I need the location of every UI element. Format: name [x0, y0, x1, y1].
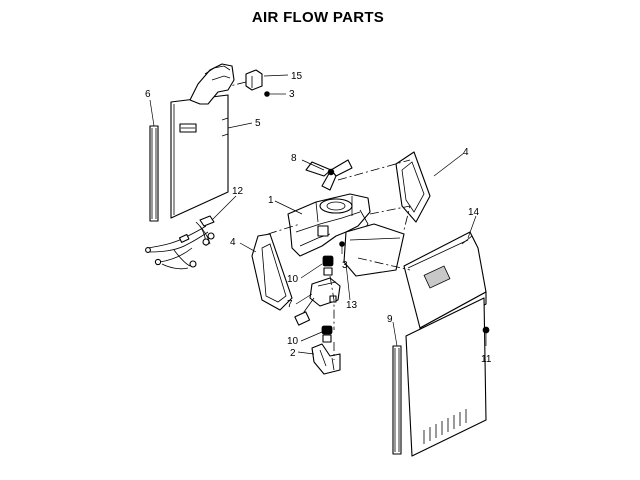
part-8-fan-blade	[305, 159, 353, 191]
part-7-fan-motor	[294, 277, 341, 326]
part-3-screw-mid	[339, 241, 345, 254]
part-3-screw-top	[264, 91, 270, 97]
callout-12: 12	[232, 186, 244, 197]
callout-13: 13	[346, 300, 358, 311]
part-12-wire-harness	[145, 215, 215, 270]
part-2-motor-bracket	[311, 343, 341, 375]
callout-3-top: 3	[289, 89, 295, 100]
callout-2: 2	[290, 348, 296, 359]
part-6-gasket-strip	[149, 125, 159, 222]
callout-4-left: 4	[230, 237, 236, 248]
alignment-lines	[229, 81, 411, 360]
callout-4-right: 4	[463, 147, 469, 158]
part-15-bracket	[245, 69, 263, 91]
callout-9: 9	[387, 314, 393, 325]
callout-15: 15	[291, 71, 303, 82]
callout-10-upper: 10	[287, 274, 299, 285]
callout-11: 11	[481, 354, 492, 365]
part-10-grommet-upper	[322, 255, 334, 276]
part-4-left-cover	[251, 233, 293, 311]
callout-7: 7	[287, 299, 293, 310]
callout-8: 8	[291, 153, 297, 164]
part-9-gasket-strip	[392, 345, 402, 455]
callout-3-mid: 3	[342, 260, 348, 271]
part-10-grommet-lower	[321, 325, 333, 343]
diagram-title: AIR FLOW PARTS	[252, 9, 384, 26]
part-4-right-cover	[395, 151, 431, 223]
callout-14: 14	[468, 207, 480, 218]
callout-6: 6	[145, 89, 151, 100]
callout-5: 5	[255, 118, 261, 129]
part-14-rear-panel	[405, 297, 487, 457]
leader-lines	[149, 74, 477, 355]
callout-1: 1	[268, 195, 274, 206]
part-5-back-panel	[170, 63, 235, 219]
callout-10-lower: 10	[287, 336, 299, 347]
part-11-screw	[482, 326, 490, 346]
callout-labels: 6 15 3 5 12 1 8 4 4 3 10 7 13 10 2 14 9 …	[145, 71, 492, 365]
part-13-plate	[343, 223, 405, 277]
